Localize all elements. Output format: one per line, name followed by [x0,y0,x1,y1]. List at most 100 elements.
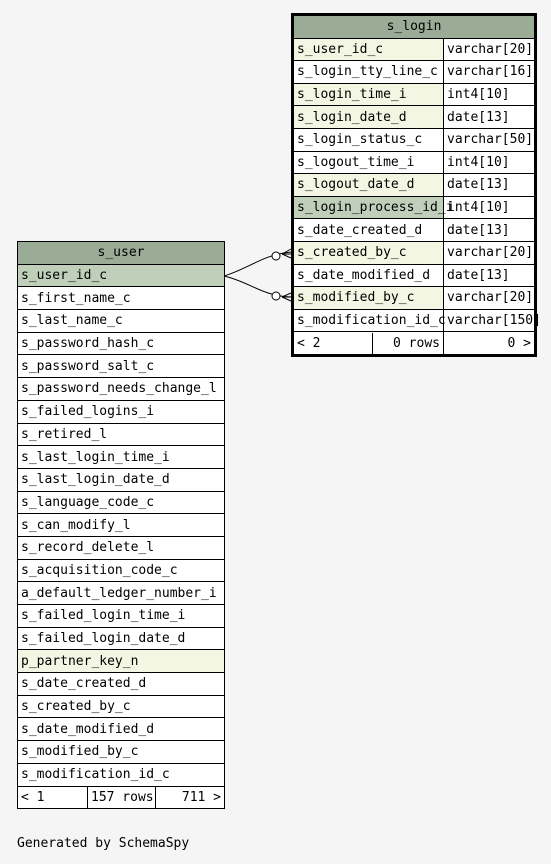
column-type: varchar[20] [442,286,537,310]
column-name[interactable]: s_login_date_d [292,105,444,129]
column-type: date[13] [442,263,537,288]
column-row[interactable]: s_failed_logins_i [16,399,226,424]
column-name[interactable]: s_login_time_i [292,82,444,107]
column-row[interactable]: s_last_login_time_i [16,445,226,469]
column-name[interactable]: s_modification_id_c [292,308,446,333]
column-name[interactable]: s_modification_id_c [16,762,226,787]
column-name[interactable]: s_login_status_c [292,127,444,152]
column-name[interactable]: s_logout_date_d [292,173,444,197]
column-name[interactable]: s_failed_login_date_d [16,626,226,651]
footer-children-count[interactable]: 0 > [442,331,537,356]
column-name[interactable]: s_retired_l [16,422,226,447]
column-row[interactable]: s_user_id_c [16,263,226,288]
column-row[interactable]: s_created_by_c [16,694,226,719]
column-name[interactable]: a_default_ledger_number_i [16,581,226,605]
column-name[interactable]: s_acquisition_code_c [16,558,226,583]
column-name[interactable]: p_partner_key_n [16,649,226,674]
column-name[interactable]: s_created_by_c [292,240,444,265]
column-row[interactable]: s_date_created_d [16,672,226,696]
column-name[interactable]: s_user_id_c [292,37,444,62]
column-row[interactable]: s_retired_l [16,422,226,447]
crowfoot-modified-by [281,292,292,302]
column-row[interactable]: s_language_code_c [16,490,226,515]
column-type: varchar[150] [442,308,541,333]
column-row[interactable]: s_modified_by_c [16,740,226,764]
column-row[interactable]: s_acquisition_code_c [16,558,226,583]
column-type: int4[10] [442,82,537,107]
column-row[interactable]: s_record_delete_l [16,535,226,560]
column-name[interactable]: s_date_created_d [16,672,226,696]
footer-parents-count[interactable]: < 2 [294,332,373,354]
column-row[interactable]: p_partner_key_n [16,649,226,674]
column-name[interactable]: s_failed_login_time_i [16,604,226,628]
footer-parents-count[interactable]: < 1 [17,785,88,810]
footer-row-count: 157 rows [87,785,156,810]
column-row[interactable]: s_password_needs_change_l [16,377,226,401]
column-row[interactable]: s_password_salt_c [16,354,226,379]
column-type: varchar[20] [442,37,537,62]
column-name[interactable]: s_date_modified_d [16,717,226,742]
column-type: int4[10] [442,150,537,175]
column-row[interactable]: s_failed_login_time_i [16,604,226,628]
column-name[interactable]: s_password_salt_c [16,354,226,379]
column-name[interactable]: s_last_login_date_d [16,467,226,492]
column-name[interactable]: s_password_needs_change_l [16,377,226,401]
column-row[interactable]: s_modification_id_c [16,762,226,787]
column-type: varchar[20] [442,240,537,265]
column-name[interactable]: s_modified_by_c [16,740,226,764]
column-row[interactable]: s_can_modify_l [16,513,226,537]
column-name[interactable]: s_last_name_c [16,309,226,333]
relation-line-user-to-created-by [223,251,292,277]
column-name[interactable]: s_last_login_time_i [16,445,226,469]
column-name[interactable]: s_password_hash_c [16,331,226,356]
column-name[interactable]: s_can_modify_l [16,513,226,537]
table-title[interactable]: s_user [16,241,226,265]
column-name[interactable]: s_created_by_c [16,694,226,719]
column-row[interactable]: s_first_name_c [16,286,226,311]
column-name[interactable]: s_date_created_d [292,218,444,242]
column-name[interactable]: s_failed_logins_i [16,399,226,424]
column-type: varchar[50] [442,127,537,152]
footer-children-count[interactable]: 711 > [154,785,226,810]
crowfoot-created-by [281,248,292,259]
column-name[interactable]: s_user_id_c [16,263,226,288]
column-row[interactable]: s_last_name_c [16,309,226,333]
column-type: date[13] [442,105,537,129]
column-name[interactable]: s_date_modified_d [292,263,444,288]
column-type: date[13] [442,218,537,242]
column-type: date[13] [442,173,537,197]
table-title[interactable]: s_login [291,14,537,39]
column-row[interactable]: s_failed_login_date_d [16,626,226,651]
column-name[interactable]: s_login_process_id_i [292,195,454,220]
generated-by-label: Generated by SchemaSpy [17,836,190,851]
zero-many-marker-modified-by [271,291,281,301]
column-name[interactable]: s_modified_by_c [292,286,444,310]
column-name[interactable]: s_logout_time_i [292,150,444,175]
column-name[interactable]: s_first_name_c [16,286,226,311]
zero-many-marker-created-by [271,251,281,261]
column-row[interactable]: s_date_modified_d [16,717,226,742]
column-name[interactable]: s_record_delete_l [16,535,226,560]
column-row[interactable]: s_password_hash_c [16,331,226,356]
column-name[interactable]: s_login_tty_line_c [292,60,444,84]
column-row[interactable]: a_default_ledger_number_i [16,581,226,605]
column-name[interactable]: s_language_code_c [16,490,226,515]
column-row[interactable]: s_last_login_date_d [16,467,226,492]
column-type: varchar[16] [442,60,537,84]
